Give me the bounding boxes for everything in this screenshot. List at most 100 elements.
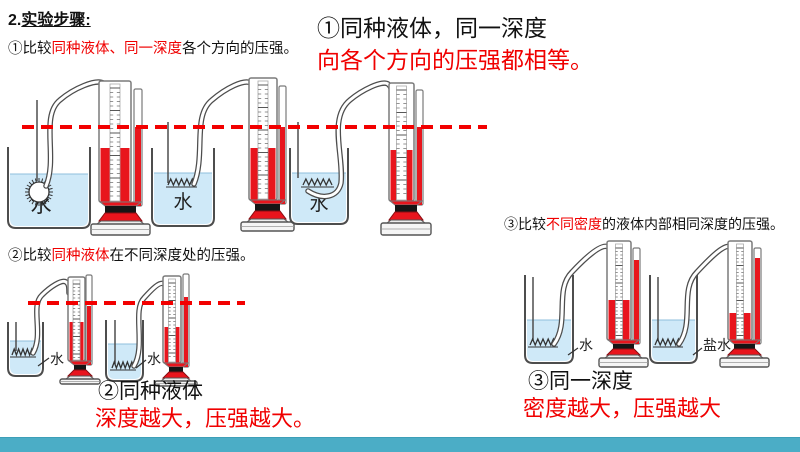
gauge-clamp-band <box>734 344 755 349</box>
conclusion2-heading: ②同种液体 <box>98 380 203 403</box>
pressure-gauge <box>154 273 198 387</box>
conclusion2-result: 深度越大，压强越大。 <box>95 406 316 432</box>
scale-ticks <box>73 283 80 358</box>
step2-prefix: ②比较 <box>8 248 52 264</box>
title-text: 实验步骤: <box>21 12 91 29</box>
pressure-gauge <box>240 77 295 232</box>
label-leader-line <box>567 347 579 356</box>
step2-highlight: 同种液体 <box>51 248 110 264</box>
beaker-outline <box>524 275 574 364</box>
gauge-clamp-band <box>255 204 280 211</box>
rubber-hose <box>43 79 110 189</box>
apparatus-group-6: 水 <box>524 240 649 368</box>
conclusion1: ①同种液体，同一深度 向各个方向的压强都相等。 <box>317 12 593 76</box>
gauge-neck <box>248 199 287 205</box>
apparatus-group-5: 水 <box>105 273 198 387</box>
gauge-neck <box>162 362 190 368</box>
gauge-bulb <box>726 348 763 356</box>
gauge-scale-strip <box>257 80 269 200</box>
beaker-label: 水 <box>173 191 192 213</box>
narrow-tube-liquid <box>634 260 639 344</box>
scale-ticks <box>168 282 176 357</box>
gauge-scale-strip <box>168 278 176 363</box>
conclusion1-heading: ①同种液体，同一深度 <box>317 15 547 41</box>
pressure-gauge <box>719 240 770 368</box>
apparatus-group-1: 水 <box>7 79 151 236</box>
gauge-bulb <box>605 348 642 356</box>
conclusion3: ③同一深度 密度越大，压强越大 <box>523 369 721 423</box>
step3-highlight: 不同密度 <box>546 216 602 232</box>
step3-prefix: ③比较 <box>504 216 546 232</box>
step1-text: ①比较同种液体、同一深度各个方向的压强。 <box>8 37 298 58</box>
beaker-outline <box>105 320 144 382</box>
narrow-tube-liquid <box>755 258 760 344</box>
narrow-tube-liquid <box>184 297 188 367</box>
gauge-bulb <box>388 211 424 221</box>
beaker-outline <box>7 322 44 377</box>
gauge-scale-strip <box>615 243 623 340</box>
beaker: 水 <box>151 148 215 227</box>
step2-text: ②比较同种液体在不同深度处的压强。 <box>8 244 255 265</box>
label-leader-line <box>37 357 50 367</box>
beaker-outline <box>7 147 91 229</box>
gauge-bulb <box>66 369 94 377</box>
pressure-gauge <box>598 240 649 368</box>
conclusion3-result: 密度越大，压强越大 <box>523 396 722 422</box>
gauge-neck <box>606 339 641 345</box>
beaker-water <box>154 173 212 224</box>
pressure-gauge <box>90 80 151 236</box>
scale-ticks <box>110 87 120 197</box>
rubber-hose <box>676 243 737 347</box>
gauge-neck <box>98 201 143 207</box>
scale-ticks <box>615 247 623 336</box>
scale-ticks <box>736 247 744 336</box>
apparatus-group-4: 水 <box>7 274 101 385</box>
beaker-outline <box>649 275 698 364</box>
beaker-label: 盐水 <box>703 337 731 353</box>
title-number: 2. <box>8 12 22 29</box>
beaker-label: 水 <box>50 351 64 367</box>
gauge-scale-strip <box>72 279 81 361</box>
rubber-hose <box>191 79 258 187</box>
beaker-outline <box>289 148 349 225</box>
page-title: 2.实验步骤: <box>8 6 91 30</box>
beaker-outline <box>151 148 215 227</box>
gauge-clamp-band <box>613 344 634 349</box>
gauge-bulb <box>248 210 287 220</box>
pressure-sensor-icon <box>301 177 334 188</box>
narrow-tube-liquid <box>135 127 141 206</box>
step1-suffix: 各个方向的压强。 <box>182 41 298 57</box>
bottom-bar <box>0 437 800 452</box>
conclusion2: ②同种液体 深度越大，压强越大。 <box>95 379 316 433</box>
pressure-gauge <box>380 82 432 236</box>
conclusion3-heading: ③同一深度 <box>528 370 633 393</box>
step1-highlight: 同种液体、同一深度 <box>51 41 183 57</box>
step2-suffix: 在不同深度处的压强。 <box>109 248 255 264</box>
narrow-tube-liquid <box>280 127 285 204</box>
rubber-hose <box>551 243 614 347</box>
gauge-scale-strip <box>109 83 121 202</box>
gauge-clamp-band <box>105 206 136 213</box>
beaker-label: 水 <box>147 351 161 367</box>
gauge-scale-strip <box>736 243 744 340</box>
narrow-tube-liquid <box>417 127 422 205</box>
gauge-scale-strip <box>396 85 407 201</box>
pressure-gauge <box>59 274 101 385</box>
gauge-bulb <box>161 371 191 379</box>
apparatus-group-3: 水 <box>289 80 432 236</box>
apparatus-group-2: 水 <box>151 77 295 232</box>
scale-ticks <box>258 84 268 194</box>
label-leader-line <box>692 347 703 356</box>
gauge-clamp-band <box>74 365 86 370</box>
pressure-sensor-icon <box>110 360 136 371</box>
apparatus-group-7: 盐水 <box>649 240 770 368</box>
gauge-bulb <box>98 212 143 222</box>
gauge-clamp-band <box>395 205 417 212</box>
label-leader-line <box>135 359 147 369</box>
gauge-neck <box>727 339 762 345</box>
narrow-tube-liquid <box>87 306 91 365</box>
gauge-clamp-band <box>169 367 183 372</box>
step3-suffix: 的液体内部相同深度的压强。 <box>602 216 784 232</box>
